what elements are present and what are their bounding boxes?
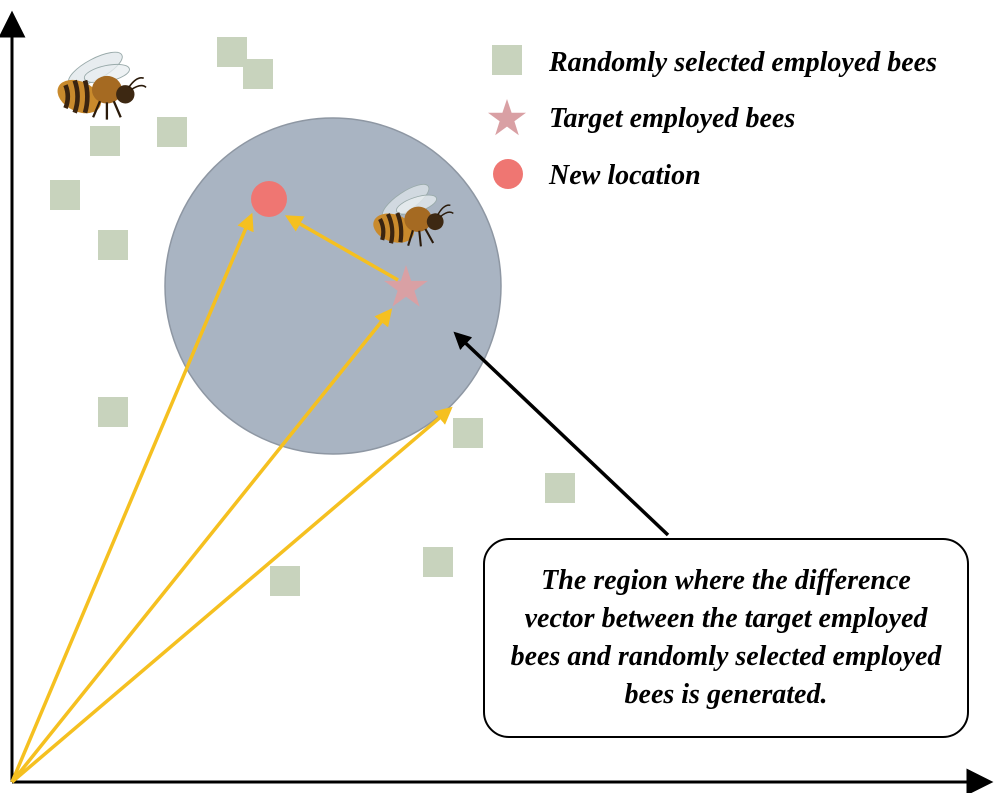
target-bee-star [384, 265, 428, 307]
random-bee-square [545, 473, 575, 503]
vector-target-to-new-location [284, 215, 399, 282]
random-bee-square [270, 566, 300, 596]
legend-target-bees-label: Target employed bees [549, 103, 795, 134]
callout-pointer-arrow [453, 331, 670, 537]
legend: Randomly selected employed bees Target e… [488, 45, 937, 191]
bee-icon [52, 46, 146, 120]
legend-random-bees-label: Randomly selected employed bees [548, 47, 937, 78]
new-location-dot [251, 181, 287, 217]
difference-vectors [10, 212, 453, 784]
legend-star-icon [488, 99, 526, 136]
region-callout-box: The region where the difference vector b… [483, 538, 969, 738]
legend-new-location-label: New location [548, 160, 701, 191]
random-bee-square [243, 59, 273, 89]
random-bee-square [423, 547, 453, 577]
random-bee-squares [50, 37, 575, 596]
random-bee-square [98, 230, 128, 260]
random-bee-square [217, 37, 247, 67]
legend-dot-icon [493, 159, 523, 189]
vector-to-region-edge [10, 406, 453, 784]
vector-to-new-location [10, 212, 254, 783]
legend-square-icon [492, 45, 522, 75]
random-bee-square [157, 117, 187, 147]
random-bee-square [50, 180, 80, 210]
difference-vector-region [164, 117, 502, 455]
random-bee-square [453, 418, 483, 448]
random-bee-square [90, 126, 120, 156]
vector-to-target [10, 308, 393, 784]
random-bee-square [98, 397, 128, 427]
region-callout-text: The region where the difference vector b… [510, 565, 942, 710]
